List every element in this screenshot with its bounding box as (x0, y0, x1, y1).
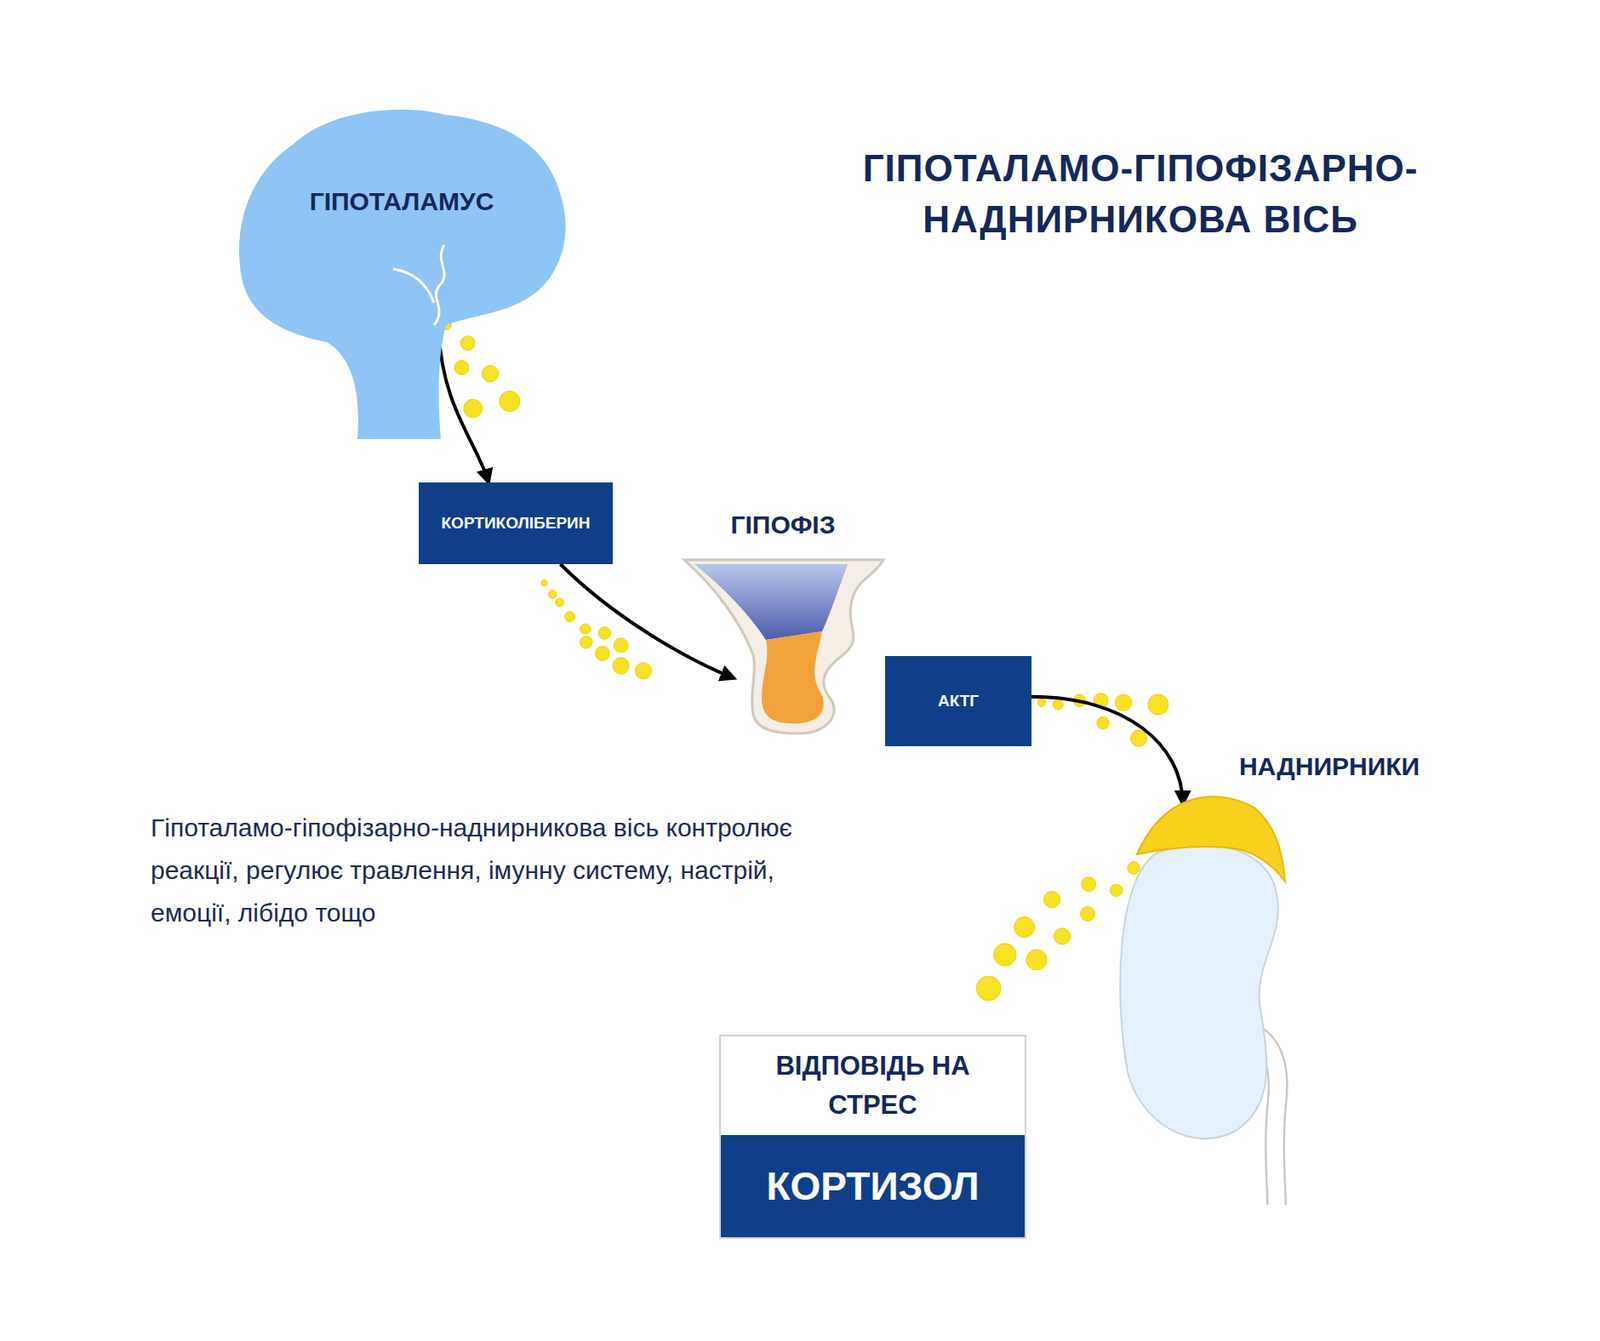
hormone-dot (595, 646, 611, 662)
hormone-dot (1043, 891, 1060, 909)
hormone-dot (1097, 716, 1109, 729)
hormone-dot (1080, 907, 1096, 922)
result-box: ВІДПОВІДЬ НА СТРЕС КОРТИЗОЛ (719, 1034, 1027, 1240)
pituitary-node: ГІПОФІЗ (680, 510, 886, 741)
hormone-dot (481, 365, 498, 383)
hormone-dot (580, 623, 591, 635)
result-heading-band: ВІДПОВІДЬ НА СТРЕС (720, 1036, 1025, 1136)
organ-label: ГІПОТАЛАМУС (233, 187, 571, 217)
hormone-dot (598, 627, 611, 640)
hormone-dot (613, 638, 629, 653)
pituitary-lobe (761, 631, 824, 724)
hormone-dot (1148, 694, 1169, 715)
pituitary-stalk (694, 564, 848, 640)
hormone-box: АКТГ (885, 656, 1032, 747)
hormone-dot (1109, 884, 1122, 897)
hormone-dot (1081, 877, 1097, 892)
hormone-dot (1127, 862, 1140, 875)
hormone-dot (555, 598, 565, 607)
diagram-title: ГІПОТАЛАМО-ГІПОФІЗАРНО- НАДНИРНИКОВА ВІС… (808, 142, 1473, 246)
nerve-line (434, 245, 445, 326)
box-text: АКТГ (937, 691, 979, 711)
hormone-dot (994, 943, 1017, 966)
adrenal-node: НАДНИРНИКИ (1106, 748, 1439, 1209)
hormone-dot (1114, 694, 1132, 711)
hormone-dot (548, 590, 557, 600)
pituitary-outline (684, 560, 884, 734)
hormone-dot (460, 336, 475, 351)
hormone-dot (1052, 699, 1063, 710)
result-value: КОРТИЗОЛ (757, 1163, 988, 1210)
flow-arrow (1031, 697, 1183, 805)
result-value-band: КОРТИЗОЛ (720, 1135, 1025, 1238)
brain-shape (239, 109, 566, 440)
flow-arrow (439, 331, 490, 483)
hormone-dot (565, 611, 576, 623)
organ-label: ГІПОФІЗ (646, 510, 920, 540)
hormone-box: КОРТИКОЛІБЕРИН (418, 482, 613, 565)
hormone-dot (1037, 698, 1046, 708)
hormone-dot (499, 391, 520, 412)
hormone-dot (1014, 917, 1035, 938)
hormone-dot (612, 657, 629, 675)
adrenal-gland (1137, 796, 1286, 882)
kidney (1120, 845, 1279, 1140)
hormone-dot (463, 399, 483, 418)
hormone-dot (454, 360, 469, 376)
hormone-dot (976, 976, 1001, 1001)
pituitary-illustration (680, 510, 886, 741)
box-text: КОРТИКОЛІБЕРИН (441, 514, 591, 533)
hormone-dot (634, 662, 652, 680)
nerve-line (393, 268, 435, 303)
hormone-dot (1130, 730, 1147, 747)
hormone-dot (580, 636, 593, 649)
hypothalamus-node: ГІПОТАЛАМУС (233, 102, 571, 440)
hormone-dot (1026, 949, 1047, 971)
hormone-dot (541, 580, 548, 587)
description-text: Гіпоталамо-гіпофізарно-наднирникова вісь… (150, 806, 823, 935)
brain-illustration (233, 102, 571, 440)
organ-label: НАДНИРНИКИ (1210, 752, 1449, 782)
result-heading: ВІДПОВІДЬ НА СТРЕС (762, 1046, 984, 1126)
hormone-dot (1053, 928, 1070, 945)
kidney-illustration (1106, 748, 1439, 1209)
